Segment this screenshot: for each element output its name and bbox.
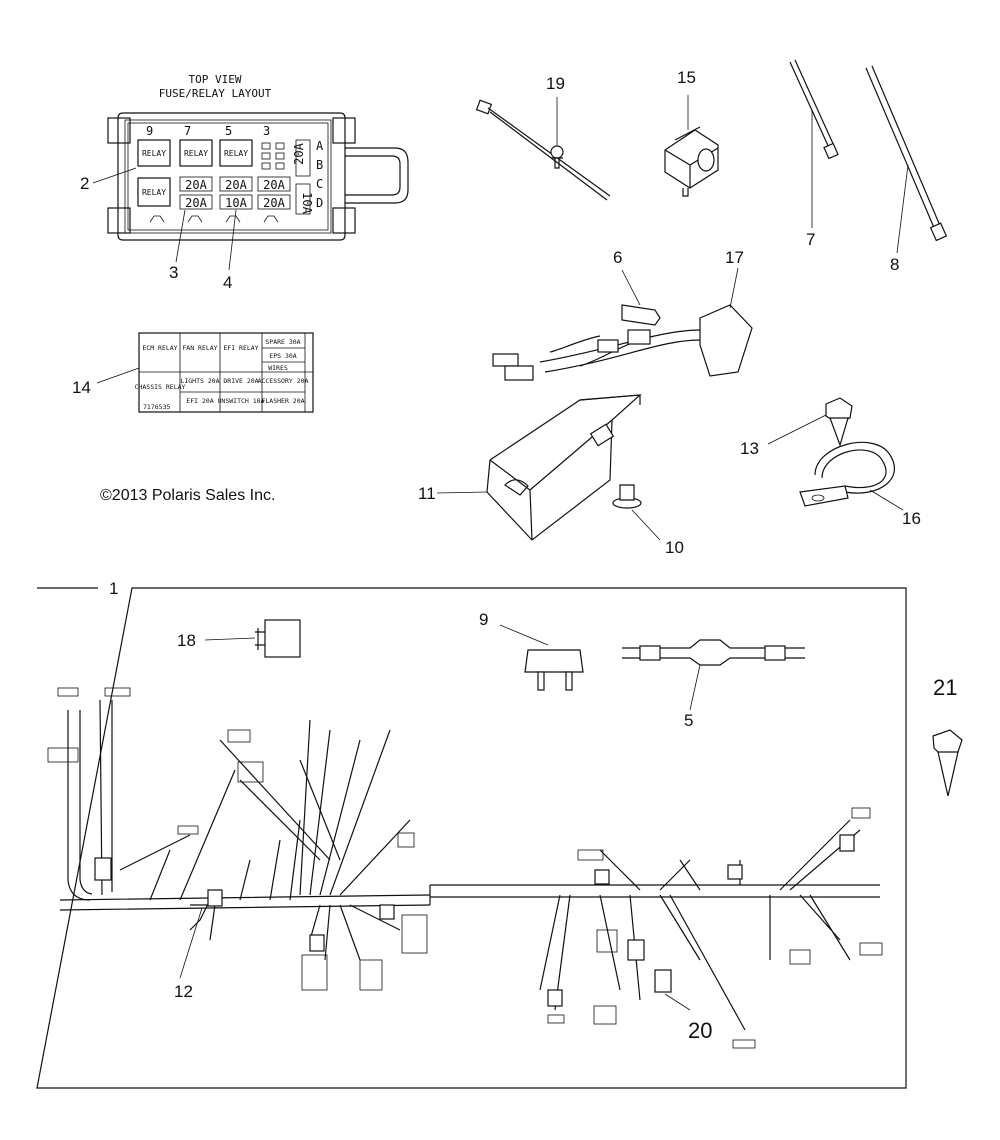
hex-bolt — [767, 397, 853, 447]
legend-part-number: 7176535 — [143, 403, 170, 411]
row-letter-d: D — [316, 196, 323, 210]
callout-21: 21 — [933, 675, 957, 700]
harness-kit-box — [36, 587, 907, 1089]
legend-unswitch: UNSWITCH 10A — [218, 397, 265, 405]
callout-16: 16 — [902, 509, 921, 528]
cable-tie-mount — [475, 97, 611, 201]
circuit-breaker — [499, 624, 584, 691]
fuse-row1-2: 20A — [225, 178, 247, 192]
legend-chassis-relay: CHASSIS RELAY — [135, 383, 186, 391]
wire-clip — [664, 95, 719, 197]
callout-18: 18 — [177, 631, 196, 650]
callout-17: 17 — [725, 248, 744, 267]
fuse-relay-box: TOP VIEW FUSE/RELAY LAYOUT 9 7 5 3 RELAY… — [92, 73, 409, 271]
callout-1: 1 — [109, 579, 118, 598]
callout-2: 2 — [80, 174, 89, 193]
fuse-top-number-9: 9 — [146, 124, 153, 138]
cable-tie-short — [789, 59, 839, 228]
fuse-top-number-7: 7 — [184, 124, 191, 138]
legend-flasher: FLASHER 20A — [261, 397, 304, 405]
row-letter-a: A — [316, 139, 324, 153]
cable-tie-long — [865, 65, 948, 254]
flange-bolt — [932, 729, 963, 797]
relay-label-4: RELAY — [142, 188, 166, 197]
fuse-box-heading-1: TOP VIEW — [189, 73, 242, 86]
legend-spare: SPARE 30A — [265, 338, 300, 346]
callout-20: 20 — [688, 1018, 712, 1043]
inline-fuse-holder — [622, 639, 805, 711]
fuse-row1-3: 20A — [263, 178, 285, 192]
callout-8: 8 — [890, 255, 899, 274]
relay-label-3: RELAY — [224, 149, 248, 158]
row-letter-b: B — [316, 158, 323, 172]
relay-label-1: RELAY — [142, 149, 166, 158]
legend-eps: EPS 30A — [269, 352, 296, 360]
fuse-row2-3: 20A — [263, 196, 285, 210]
legend-efi-relay: EFI RELAY — [223, 344, 258, 352]
copyright-notice: ©2013 Polaris Sales Inc. — [100, 487, 275, 504]
main-wire-harness — [47, 687, 883, 1049]
callout-14: 14 — [72, 378, 91, 397]
relay-label-2: RELAY — [184, 149, 208, 158]
callout-5: 5 — [684, 711, 693, 730]
callout-9: 9 — [479, 610, 488, 629]
jumper-harness — [492, 267, 753, 381]
legend-accessory: ACCESSORY 20A — [258, 377, 309, 385]
fuse-row2-1: 20A — [185, 196, 207, 210]
side-fuse-b: 10A — [300, 192, 314, 214]
callout-7: 7 — [806, 230, 815, 249]
callout-4: 4 — [223, 273, 232, 292]
push-rivet — [612, 484, 661, 541]
fuse-row2-2: 10A — [225, 196, 247, 210]
legend-efi-fuse: EFI 20A — [186, 397, 213, 405]
fuse-box-heading-2: FUSE/RELAY LAYOUT — [159, 87, 272, 100]
fuse-top-number-3: 3 — [263, 124, 270, 138]
callout-3: 3 — [169, 263, 178, 282]
p-clamp — [799, 441, 904, 511]
fuse-row1-1: 20A — [185, 178, 207, 192]
fuse-legend-card: ECM RELAY FAN RELAY EFI RELAY SPARE 30A … — [96, 332, 314, 413]
relay-part — [204, 619, 301, 658]
callout-11: 11 — [418, 484, 436, 503]
callout-12: 12 — [174, 982, 193, 1001]
side-fuse-a: 20A — [292, 142, 306, 164]
callout-10: 10 — [665, 538, 684, 557]
row-letter-c: C — [316, 177, 323, 191]
callout-6: 6 — [613, 248, 622, 267]
callout-13: 13 — [740, 439, 759, 458]
mounting-bracket — [436, 394, 642, 541]
callout-15: 15 — [677, 68, 696, 87]
fuse-top-number-5: 5 — [225, 124, 232, 138]
callout-19: 19 — [546, 74, 565, 93]
legend-drive: DRIVE 20A — [223, 377, 258, 385]
legend-fan-relay: FAN RELAY — [182, 344, 217, 352]
legend-lights: LIGHTS 20A — [180, 377, 219, 385]
legend-wires: WIRES — [268, 364, 288, 372]
legend-ecm-relay: ECM RELAY — [142, 344, 177, 352]
